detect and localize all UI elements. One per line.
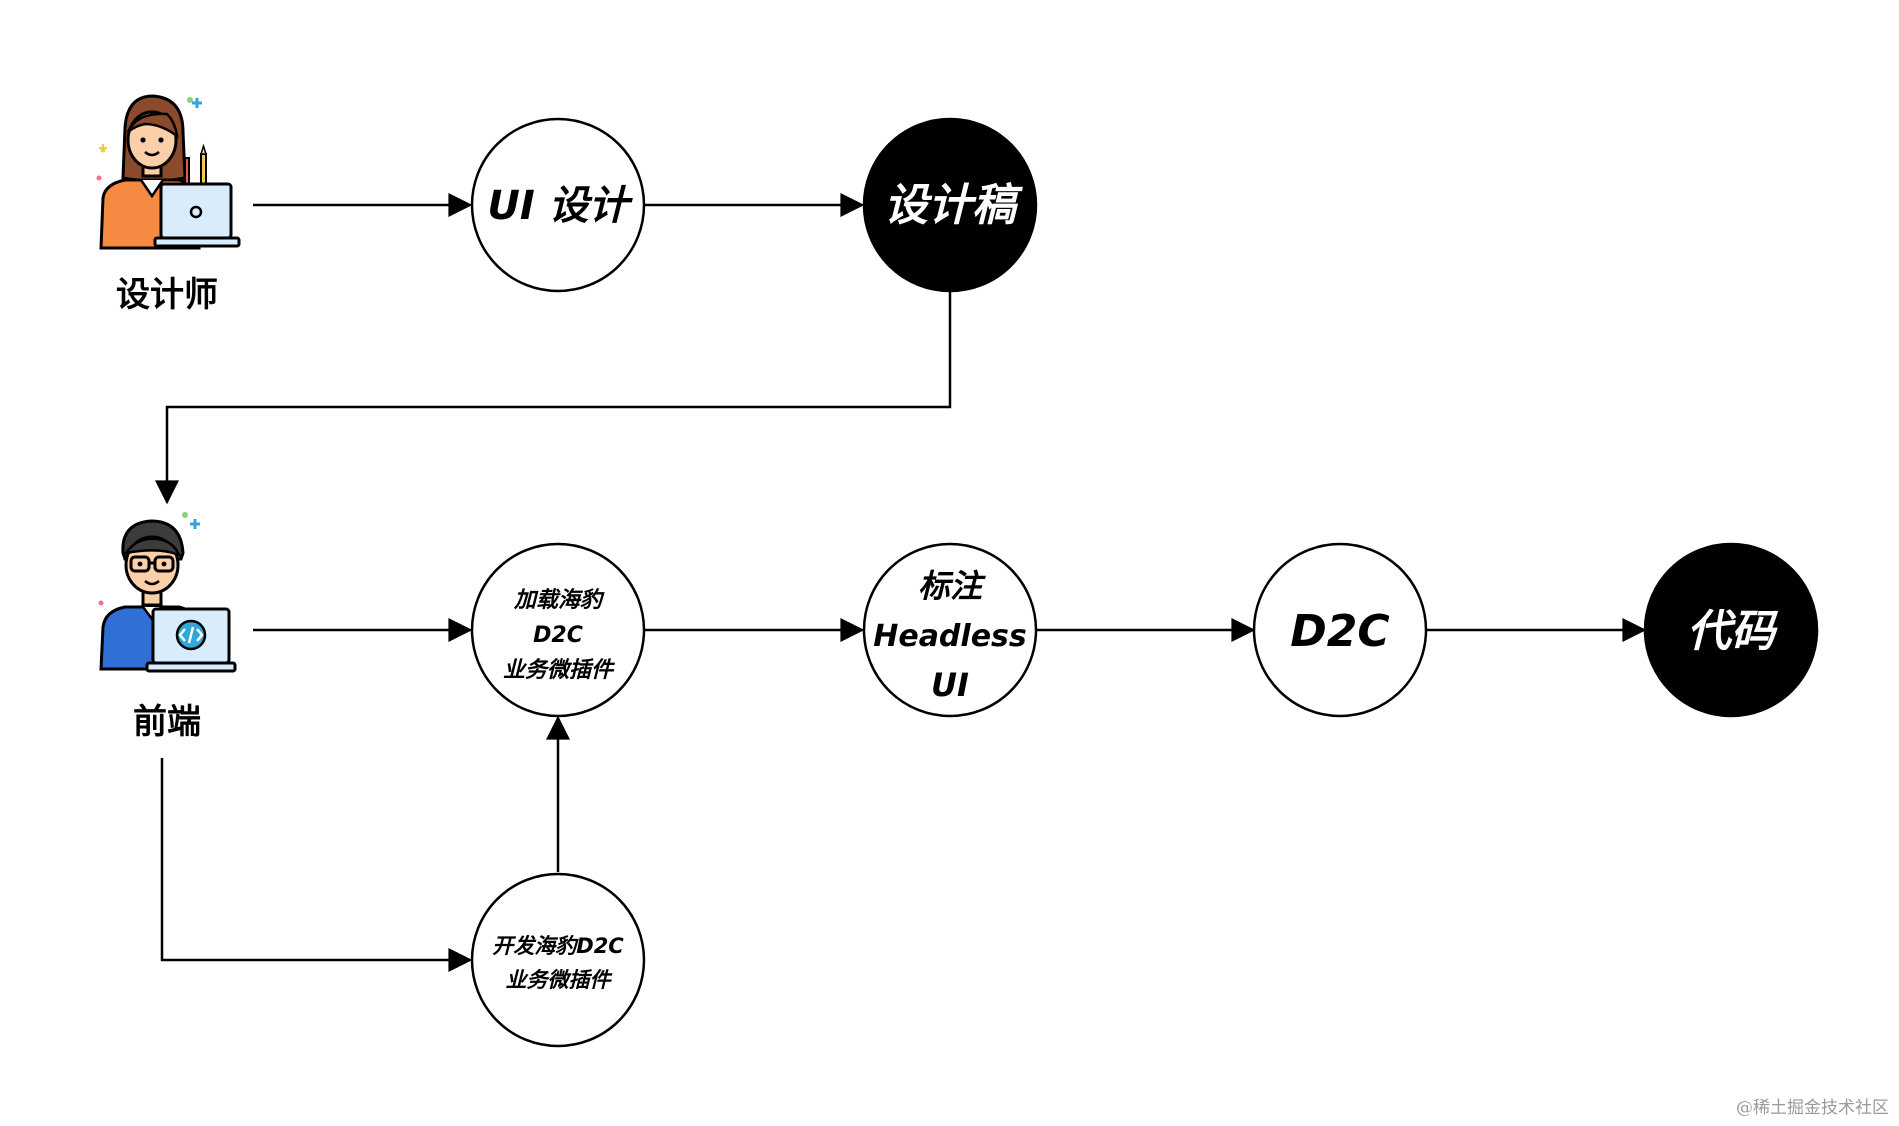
developer-avatar-icon	[98, 512, 237, 673]
node-annotate: 标注 Headless UI	[862, 542, 1038, 718]
arrow-draft-to-frontend	[155, 291, 952, 505]
node-code-line-1: 代码	[1687, 606, 1779, 657]
node-dev-plugin-line-2: 业务微插件	[506, 968, 613, 992]
node-d2c-circle	[1252, 542, 1428, 718]
node-load-plugin-line-2: D2C	[533, 623, 583, 648]
node-design-draft-circle	[862, 117, 1038, 293]
node-annotate-circle	[862, 542, 1038, 718]
connectors	[155, 193, 1647, 972]
designer-avatar-icon	[96, 94, 241, 250]
node-d2c: D2C	[1252, 542, 1428, 718]
frontend-label: 前端	[133, 702, 201, 742]
watermark: @稀土掘金技术社区	[1736, 1098, 1889, 1118]
designer-label: 设计师	[116, 275, 218, 315]
node-ui-design-line-1: UI 设计	[487, 183, 633, 229]
node-code: 代码	[1643, 542, 1819, 718]
node-annotate-line-2: Headless	[873, 619, 1027, 654]
node-load-plugin-line-3: 业务微插件	[503, 658, 616, 683]
node-dev-plugin: 开发海豹D2C 业务微插件	[470, 872, 646, 1048]
node-design-draft: 设计稿	[862, 117, 1038, 293]
node-ui-design-circle	[470, 117, 646, 293]
node-load-plugin-line-1: 加载海豹	[513, 588, 605, 613]
arrow-frontend-to-dev-plugin	[160, 758, 473, 972]
node-code-circle	[1643, 542, 1819, 718]
node-annotate-line-3: UI	[931, 666, 969, 704]
node-design-draft-line-1: 设计稿	[884, 180, 1023, 231]
node-load-plugin-circle	[470, 542, 646, 718]
node-d2c-line-1: D2C	[1290, 606, 1389, 657]
node-dev-plugin-line-1: 开发海豹D2C	[492, 934, 624, 958]
node-load-plugin: 加载海豹 D2C 业务微插件	[470, 542, 646, 718]
node-ui-design: UI 设计	[470, 117, 646, 293]
node-annotate-line-1: 标注	[918, 567, 986, 605]
node-dev-plugin-circle	[470, 872, 646, 1048]
